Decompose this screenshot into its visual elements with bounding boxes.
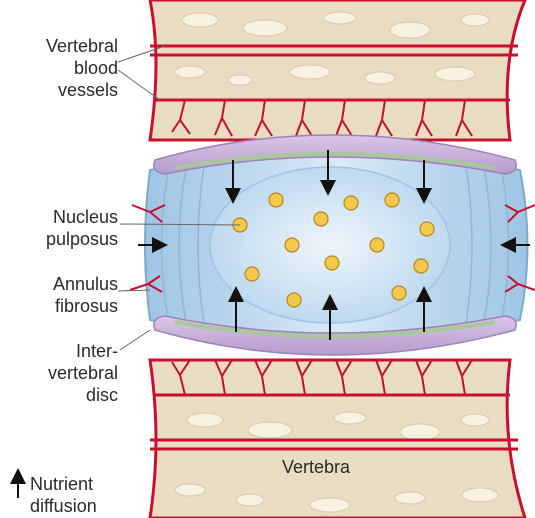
- label-disc-line-3: disc: [86, 385, 118, 405]
- legend: Nutrient diffusion: [18, 474, 97, 516]
- label-disc-line-1: Inter-: [76, 341, 118, 361]
- label-vertebral-line-1: Vertebral: [46, 36, 118, 56]
- label-nucleus-line-2: pulposus: [46, 229, 118, 249]
- label-annulus-line-2: fibrosus: [55, 296, 118, 316]
- label-vertebral-line-3: vessels: [58, 80, 118, 100]
- label-annulus-line-1: Annulus: [53, 274, 118, 294]
- label-vertebra: Vertebra: [282, 457, 351, 477]
- legend-label-line-1: Nutrient: [30, 474, 93, 494]
- label-disc-line-2: vertebral: [48, 363, 118, 383]
- label-nucleus-line-1: Nucleus: [53, 207, 118, 227]
- label-vertebral-line-2: blood: [74, 58, 118, 78]
- nucleus-pulposus: [210, 167, 450, 323]
- legend-label-line-2: diffusion: [30, 496, 97, 516]
